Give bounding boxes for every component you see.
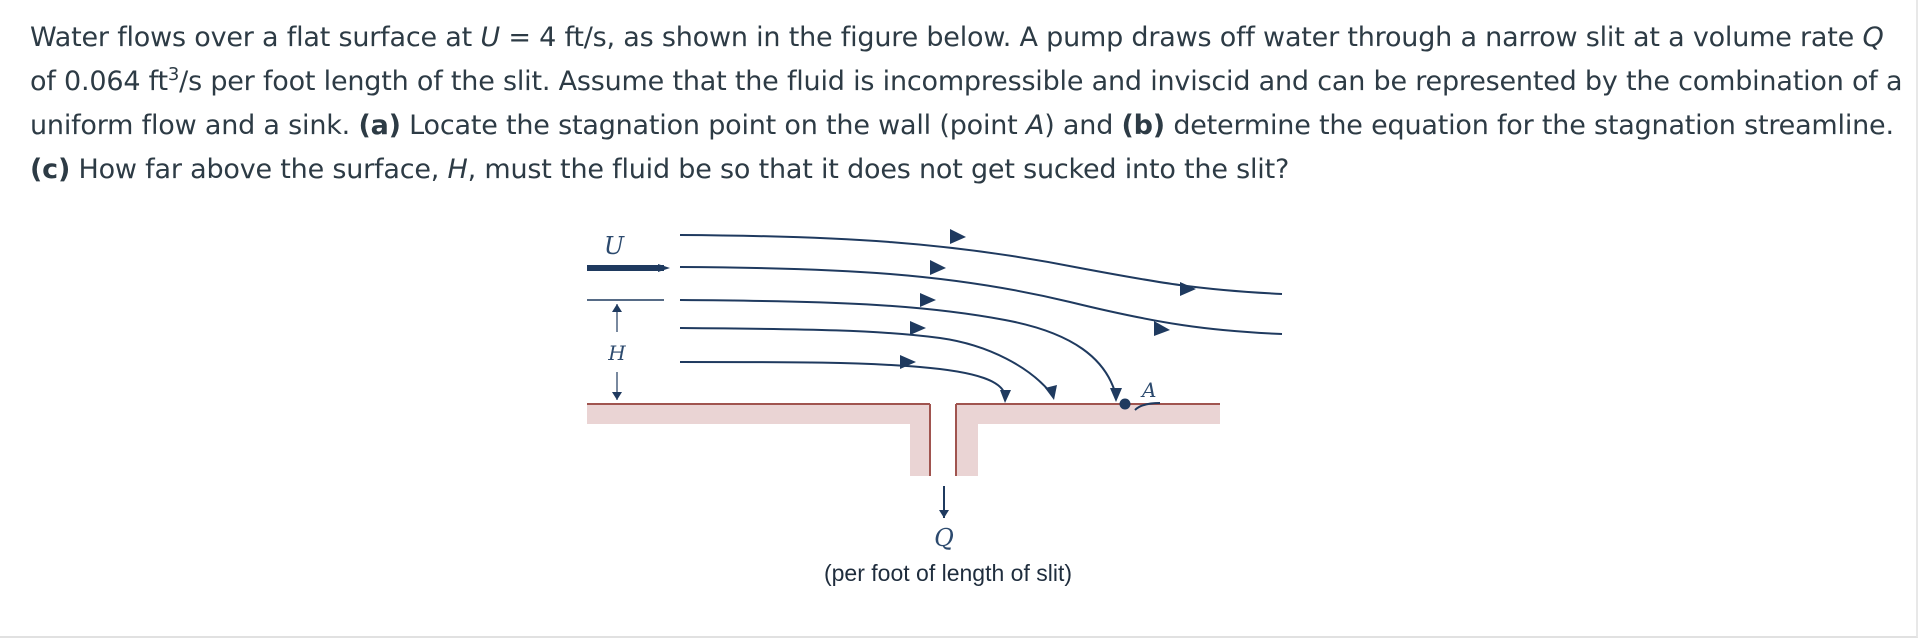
problem-text: = 4 ft/s, as shown in the figure below. … [499,22,1863,53]
flow-arrow-icon [1045,385,1057,400]
flow-arrow-icon [1180,282,1196,296]
part-b-tag: (b) [1121,110,1166,141]
problem-text: , must the fluid be so that it does not … [467,154,1290,185]
problem-text: How far above the surface, [70,154,448,185]
flow-arrow-icon [1110,388,1122,402]
stagnation-point-a [1119,398,1131,410]
label-q: Q [934,524,954,552]
flow-arrow-icon [1000,390,1011,403]
flow-arrow-icon [1154,321,1170,336]
streamline-3 [679,299,1116,393]
problem-statement: Water flows over a flat surface at U = 4… [30,16,1910,192]
symbol-a: A [1025,110,1045,141]
symbol-u: U [480,22,500,53]
flow-figure: U H A [587,229,1283,586]
problem-text: determine the equation for the stagnatio… [1164,110,1894,141]
figure-caption: (per foot of length of slit) [824,560,1072,586]
stagnation-streamline [1134,402,1161,411]
symbol-h: H [447,154,468,185]
streamlines [679,234,1283,411]
symbol-q: Q [1862,22,1884,53]
exponent: 3 [167,64,180,85]
label-u: U [604,232,625,260]
problem-text: /s per foot length of the slit. Assume t… [30,66,1903,141]
part-a-tag: (a) [358,110,401,141]
label-h: H [607,341,626,365]
streamline-5 [679,361,1006,396]
slit-wall-left [910,404,930,476]
slit-wall-right [956,404,978,476]
flow-direction-arrows [900,229,1196,403]
streamline-1 [679,234,1283,295]
label-a: A [1140,378,1156,402]
problem-text: Locate the stagnation point on the wall … [400,110,1026,141]
flow-arrow-icon [950,229,966,244]
flow-arrow-icon [920,293,936,307]
flow-arrow-icon [900,355,916,369]
wall-left [587,404,930,424]
flow-arrow-icon [930,260,946,275]
streamline-4 [679,327,1051,393]
wall-right [956,404,1220,424]
problem-text: ) and [1044,110,1122,141]
flow-arrow-icon [910,321,926,335]
streamline-2 [679,266,1283,335]
problem-text: Water flows over a flat surface at [30,22,481,53]
part-c-tag: (c) [30,154,71,185]
problem-text: of 0.064 ft [30,66,168,97]
